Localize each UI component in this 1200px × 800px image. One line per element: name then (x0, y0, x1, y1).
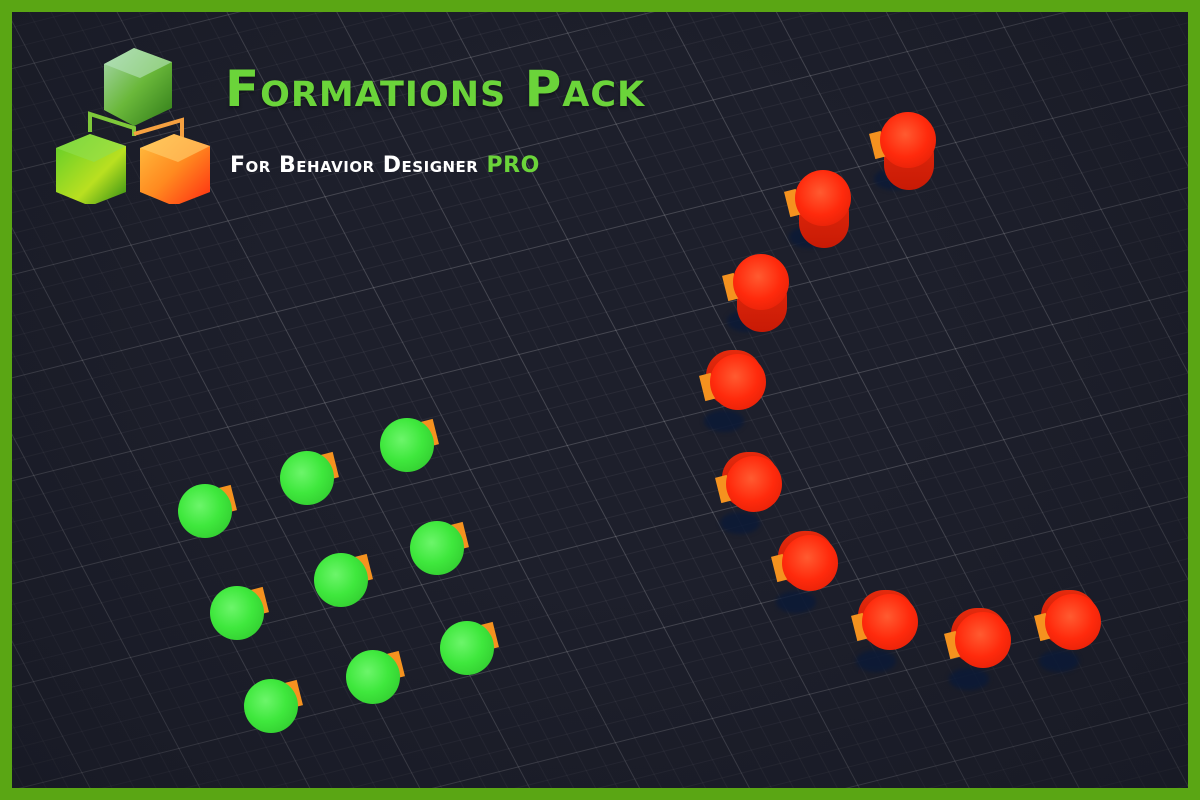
agent-shadow (949, 668, 989, 690)
red-sphere-icon (726, 456, 782, 512)
red-sphere-icon (955, 612, 1011, 668)
page-title: Formations Pack (225, 60, 646, 118)
agent-shadow (1039, 650, 1079, 672)
green-sphere-icon (280, 451, 334, 505)
red-sphere-icon (733, 254, 789, 310)
subtitle: For Behavior Designer PRO (230, 155, 540, 177)
green-sphere-icon (440, 621, 494, 675)
green-sphere-icon (178, 484, 232, 538)
subtitle-prefix: For Behavior Designer (230, 153, 479, 178)
red-sphere-icon (1045, 594, 1101, 650)
green-sphere-icon (314, 553, 368, 607)
green-sphere-icon (210, 586, 264, 640)
red-sphere-icon (880, 112, 936, 168)
green-sphere-icon (346, 650, 400, 704)
red-sphere-icon (710, 354, 766, 410)
pro-badge: PRO (486, 153, 540, 178)
three-cubes-logo-icon (56, 48, 210, 204)
agent-shadow (704, 410, 744, 432)
red-sphere-icon (862, 594, 918, 650)
red-sphere-icon (795, 170, 851, 226)
agent-shadow (856, 650, 896, 672)
red-sphere-icon (782, 535, 838, 591)
agent-shadow (720, 512, 760, 534)
green-sphere-icon (410, 521, 464, 575)
agent-shadow (776, 591, 816, 613)
green-sphere-icon (244, 679, 298, 733)
green-sphere-icon (380, 418, 434, 472)
scene-frame: Formations Pack For Behavior Designer PR… (12, 12, 1188, 788)
